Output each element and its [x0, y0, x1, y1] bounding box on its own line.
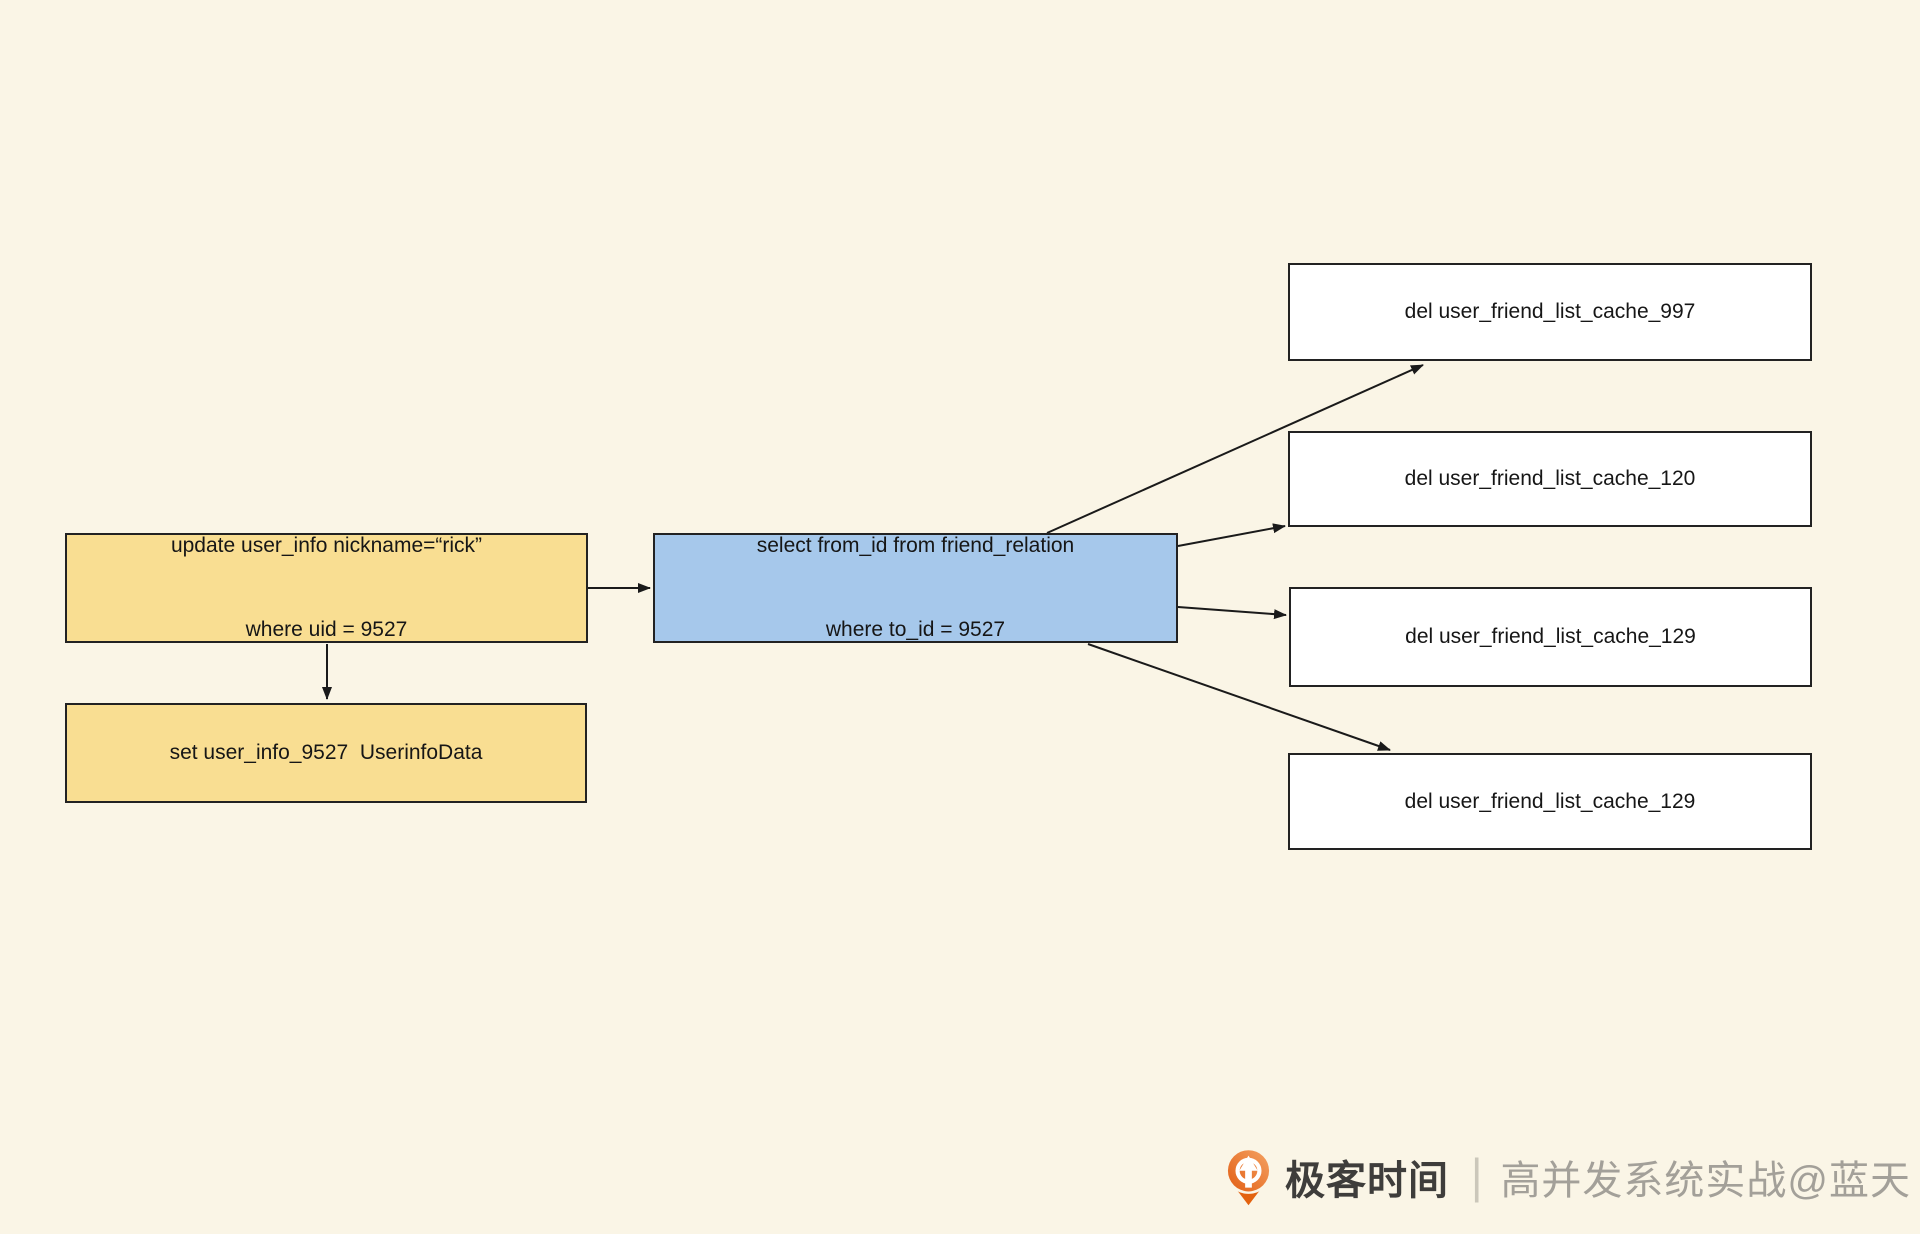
brand-name: 极客时间	[1285, 1159, 1449, 1203]
node-label: select from_id from friend_relation wher…	[757, 476, 1074, 700]
node-label: set user_info_9527 UserinfoData	[170, 683, 483, 823]
node-label-line: set user_info_9527 UserinfoData	[169, 741, 483, 764]
arrow-select-to-del4	[1087, 643, 1391, 751]
node-label-line: del user_friend_list_cache_129	[1405, 625, 1696, 648]
node-del-cache-120: del user_friend_list_cache_120	[1288, 431, 1812, 527]
node-label: update user_info nickname=“rick” where u…	[171, 476, 482, 700]
node-label-line: where uid = 9527	[245, 618, 408, 641]
node-label-line: where to_id = 9527	[825, 618, 1006, 641]
node-label-line: del user_friend_list_cache_120	[1404, 467, 1696, 490]
node-select-friend-relation: select from_id from friend_relation wher…	[653, 533, 1178, 643]
node-label-line: select from_id from friend_relation	[756, 534, 1075, 557]
separator-bar: |	[1471, 1149, 1483, 1204]
node-del-cache-129-a: del user_friend_list_cache_129	[1289, 587, 1812, 687]
node-label: del user_friend_list_cache_997	[1405, 242, 1696, 382]
node-label-line: del user_friend_list_cache_997	[1404, 300, 1696, 323]
node-label: del user_friend_list_cache_129	[1405, 567, 1696, 707]
arrow-select-to-del3	[1177, 606, 1287, 620]
node-label: del user_friend_list_cache_129	[1405, 732, 1696, 872]
watermark-text: 高并发系统实战@蓝天	[1500, 1159, 1912, 1203]
footer-watermark: 极客时间 | 高并发系统实战@蓝天	[1225, 1144, 1911, 1210]
node-del-cache-997: del user_friend_list_cache_997	[1288, 263, 1812, 361]
arrow-select-to-del2	[1177, 523, 1286, 547]
arrow-select-to-del1	[1046, 364, 1424, 534]
node-label-line: del user_friend_list_cache_129	[1404, 789, 1696, 813]
node-set-user-info-cache: set user_info_9527 UserinfoData	[65, 703, 587, 803]
node-update-user-info: update user_info nickname=“rick” where u…	[65, 533, 588, 643]
node-label-line: update user_info nickname=“rick”	[170, 534, 483, 557]
node-label: del user_friend_list_cache_120	[1405, 409, 1696, 549]
node-del-cache-129-b: del user_friend_list_cache_129	[1288, 753, 1812, 850]
geektime-logo-icon	[1225, 1147, 1272, 1205]
